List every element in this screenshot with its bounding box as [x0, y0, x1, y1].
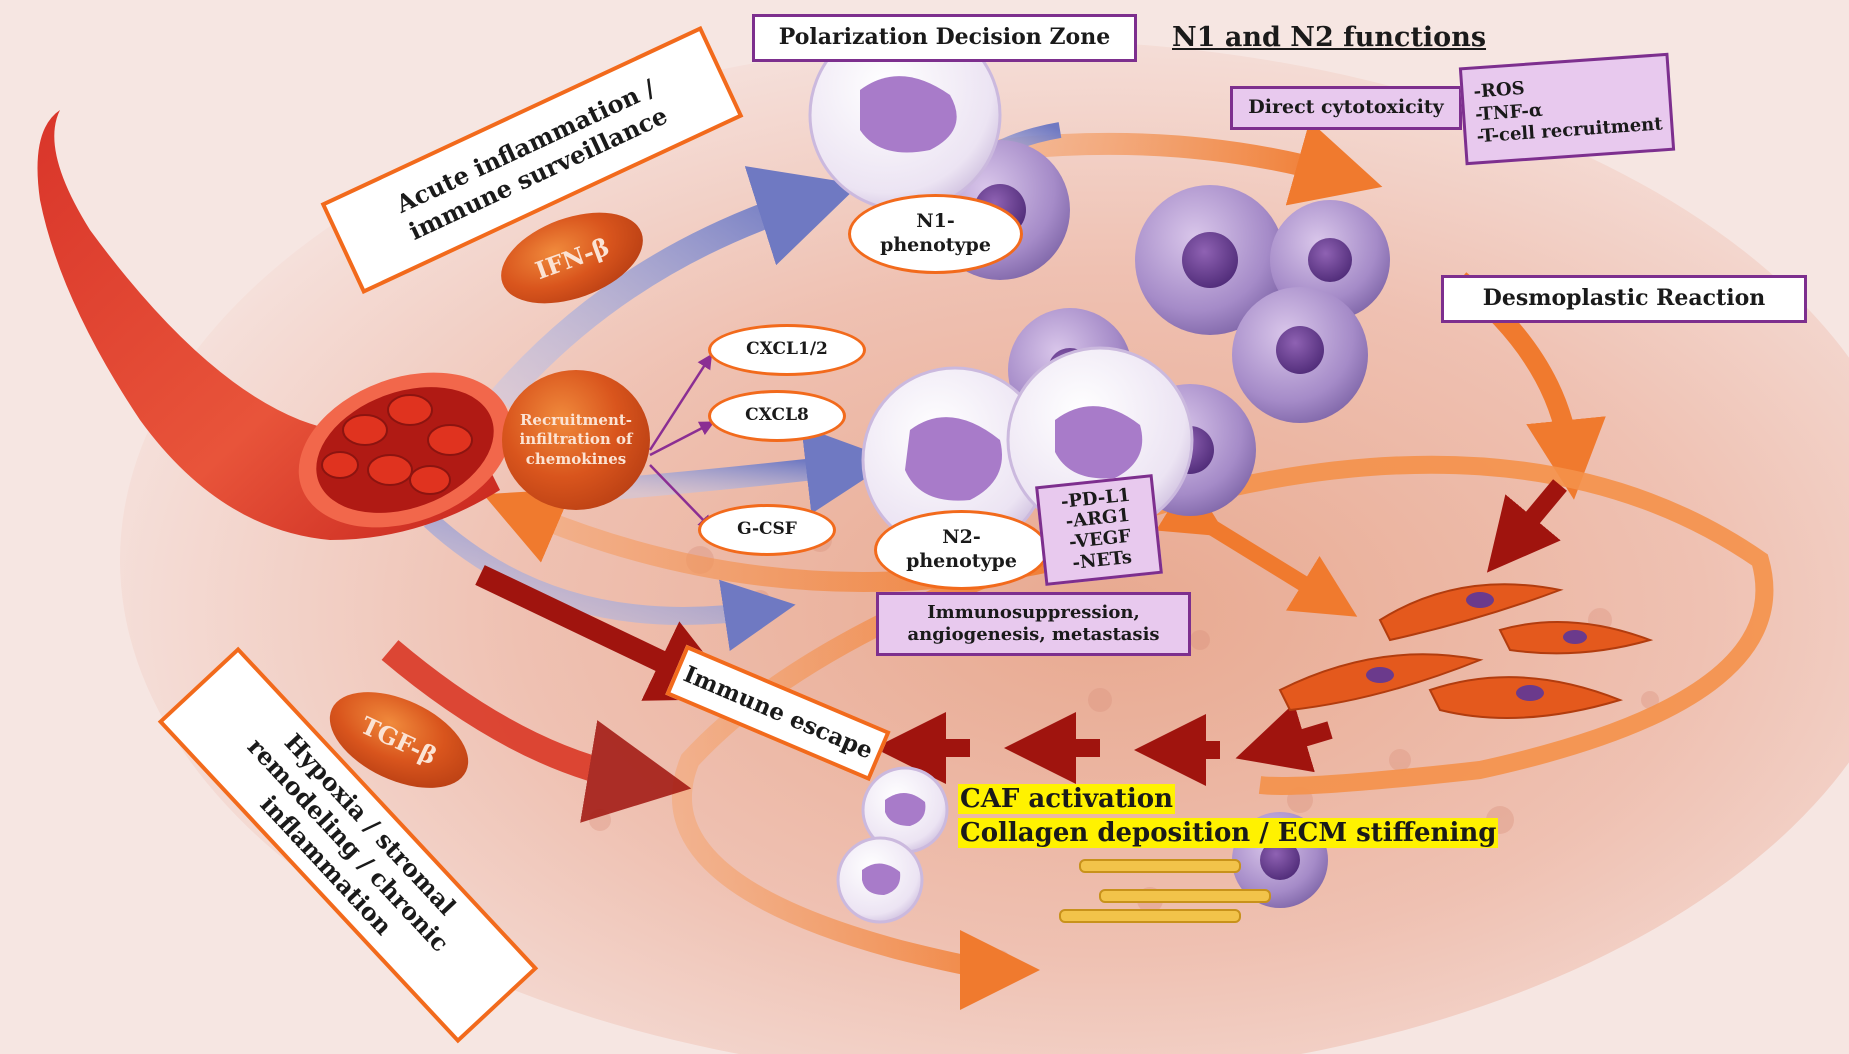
- gcsf-label: G-CSF: [698, 504, 836, 556]
- n1-phenotype-label: N1-phenotype: [848, 194, 1023, 274]
- n2-item: -NETs: [1071, 546, 1133, 574]
- cxcl12-text: CXCL1/2: [746, 339, 828, 360]
- collagen-deposition-text: Collagen deposition / ECM stiffening: [958, 818, 1499, 848]
- tgf-beta-text: TGF-β: [356, 709, 442, 771]
- recruitment-text: Recruitment-infiltration of chemokines: [519, 410, 633, 468]
- cxcl12-label: CXCL1/2: [708, 324, 866, 376]
- n2-phenotype-text: N2-phenotype: [906, 526, 1017, 572]
- desmoplastic-reaction-text: Desmoplastic Reaction: [1482, 285, 1766, 312]
- gcsf-text: G-CSF: [737, 519, 797, 540]
- direct-cytotoxicity-text: Direct cytotoxicity: [1248, 96, 1444, 119]
- n1-n2-functions-title: N1 and N2 functions: [1172, 22, 1486, 53]
- n1-n2-functions-text: N1 and N2 functions: [1172, 22, 1487, 53]
- polarization-zone-text: Polarization Decision Zone: [778, 24, 1111, 51]
- caf-activation-text: CAF activation: [958, 784, 1176, 814]
- immunosuppression-text: Immunosuppression, angiogenesis, metasta…: [907, 601, 1160, 646]
- direct-cytotoxicity-label: Direct cytotoxicity: [1230, 86, 1462, 130]
- n2-mediators-box: -PD-L1 -ARG1 -VEGF -NETs: [1035, 474, 1163, 586]
- cxcl8-label: CXCL8: [708, 390, 846, 442]
- immunosuppression-box: Immunosuppression, angiogenesis, metasta…: [876, 592, 1191, 656]
- cytotoxic-mediators-box: -ROS -TNF-α -T-cell recruitment: [1458, 52, 1676, 166]
- n2-phenotype-label: N2-phenotype: [874, 510, 1049, 590]
- n1-phenotype-text: N1-phenotype: [880, 210, 991, 256]
- polarization-zone-label: Polarization Decision Zone: [752, 14, 1137, 62]
- recruitment-circle: Recruitment-infiltration of chemokines: [502, 370, 650, 510]
- cxcl8-text: CXCL8: [745, 405, 809, 426]
- desmoplastic-reaction-label: Desmoplastic Reaction: [1441, 275, 1807, 323]
- ifn-beta-text: IFN-β: [531, 231, 613, 285]
